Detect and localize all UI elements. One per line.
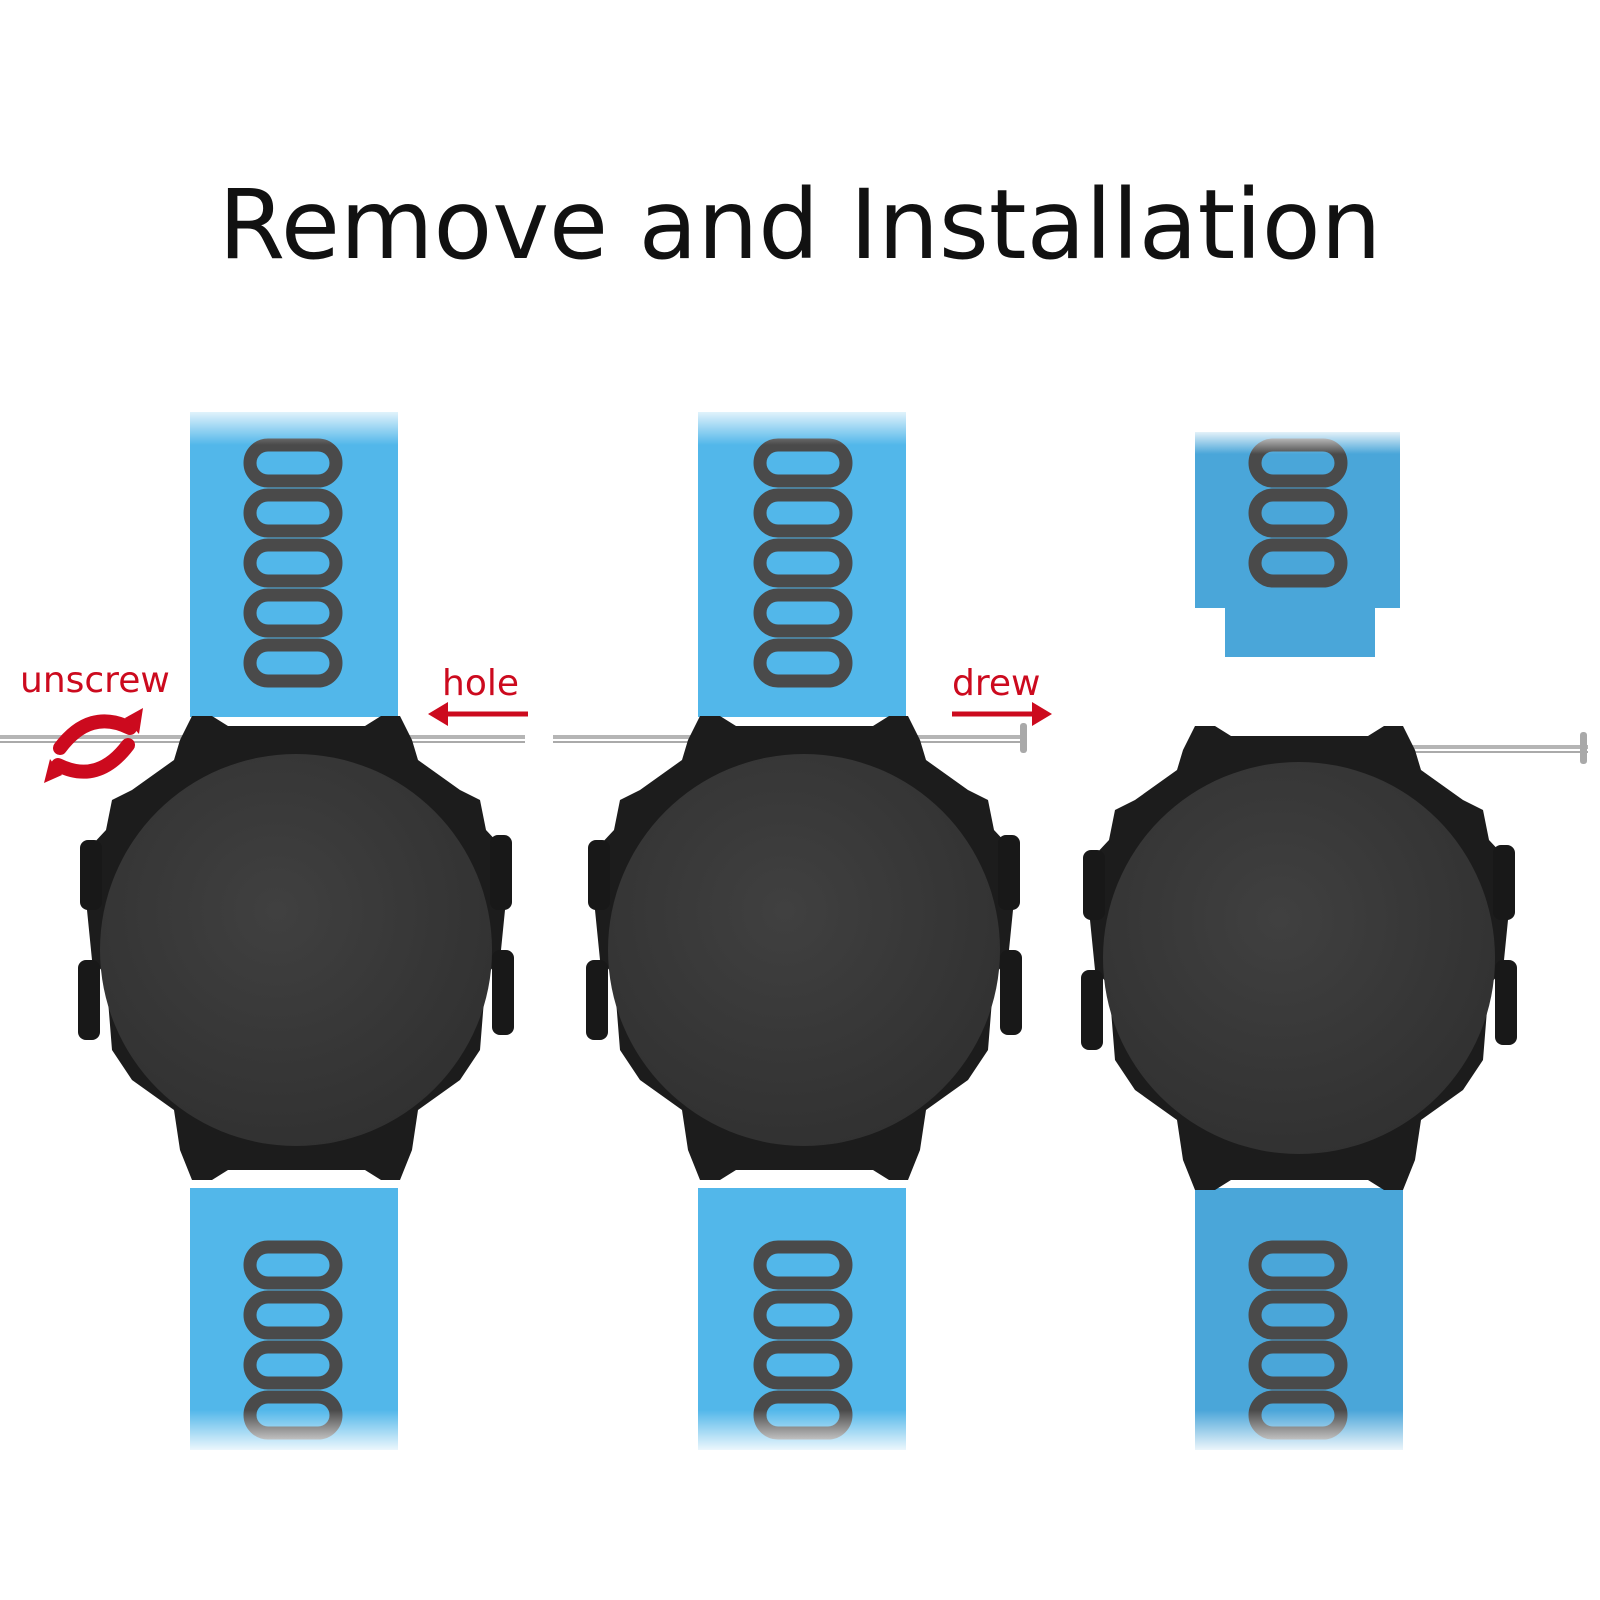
page-title: Remove and Installation bbox=[218, 169, 1382, 281]
watch-face bbox=[1103, 762, 1495, 1154]
watch-step-1: unscrew hole bbox=[0, 405, 528, 1455]
arrow-right-icon bbox=[952, 702, 1052, 726]
watch-face bbox=[100, 754, 492, 1146]
watch-step-2: drew bbox=[553, 405, 1052, 1455]
strap-top-detached bbox=[1195, 428, 1400, 657]
strap-bottom bbox=[190, 1188, 398, 1455]
arrow-left-icon bbox=[428, 702, 528, 726]
hole-label: hole bbox=[442, 663, 519, 704]
strap-bottom bbox=[698, 1188, 906, 1455]
watch-step-3 bbox=[1081, 428, 1588, 1455]
strap-top bbox=[190, 405, 398, 717]
unscrew-label: unscrew bbox=[20, 660, 170, 701]
strap-top bbox=[698, 405, 906, 717]
drew-label: drew bbox=[952, 663, 1040, 704]
spring-bar-pin bbox=[1405, 732, 1588, 764]
rotate-arrows-icon bbox=[44, 708, 143, 783]
watch-face bbox=[608, 754, 1000, 1146]
strap-bottom bbox=[1195, 1188, 1403, 1455]
